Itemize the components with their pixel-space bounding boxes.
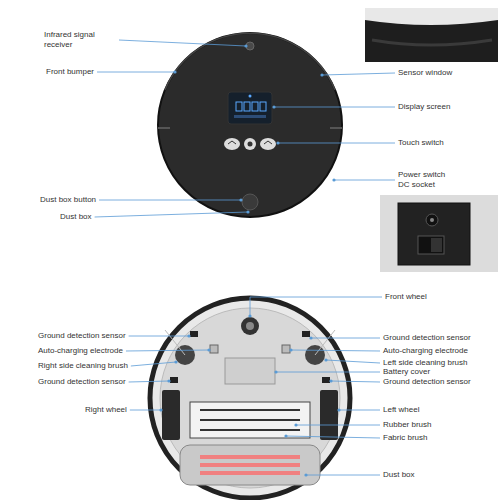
- part-label: Auto-charging electrode: [383, 346, 468, 356]
- leader-line: [129, 381, 169, 382]
- leader-dot: [246, 210, 249, 213]
- leader-dot: [309, 336, 312, 339]
- leader-line: [99, 200, 241, 201]
- leader-dot: [329, 379, 332, 382]
- leader-line: [278, 143, 395, 144]
- part-label: Fabric brush: [383, 433, 427, 443]
- leader-dot: [239, 198, 242, 201]
- leader-dot: [324, 358, 327, 361]
- leader-dot: [207, 348, 210, 351]
- leader-dot: [284, 434, 287, 437]
- leader-line: [250, 297, 382, 316]
- leader-dot: [159, 408, 162, 411]
- part-label: Auto-charging electrode: [38, 346, 123, 356]
- leader-dot: [332, 178, 335, 181]
- leader-line: [296, 425, 380, 426]
- part-label: Left side cleaning brush: [383, 358, 468, 368]
- leader-dot: [320, 73, 323, 76]
- part-label: Rubber brush: [383, 420, 431, 430]
- part-label: Dust box: [60, 212, 92, 222]
- leader-line: [126, 350, 209, 351]
- part-label: Left wheel: [383, 405, 419, 415]
- leader-dot: [272, 105, 275, 108]
- leader-line: [97, 72, 175, 73]
- leader-dot: [289, 348, 292, 351]
- leader-dot: [248, 314, 251, 317]
- leader-line: [326, 360, 380, 363]
- part-label: Power switch DC socket: [398, 170, 458, 190]
- part-label: Dust box button: [40, 195, 96, 205]
- leader-line: [129, 336, 189, 337]
- part-label: Display screen: [398, 102, 450, 112]
- leader-dot: [167, 379, 170, 382]
- leader-line: [95, 212, 248, 217]
- leader-dot: [187, 334, 190, 337]
- part-label: Right wheel: [85, 405, 127, 415]
- leader-line: [331, 381, 380, 382]
- leader-line: [339, 410, 380, 411]
- leader-line: [306, 475, 380, 476]
- part-label: Right side cleaning brush: [38, 361, 128, 371]
- leader-dot: [173, 70, 176, 73]
- part-label: Battery cover: [383, 367, 430, 377]
- part-label: Ground detection sensor: [383, 377, 471, 387]
- part-label: Ground detection sensor: [38, 377, 126, 387]
- leader-line: [286, 436, 380, 438]
- leader-line: [276, 372, 380, 373]
- part-label: Sensor window: [398, 68, 452, 78]
- leader-dot: [276, 141, 279, 144]
- leader-dot: [304, 473, 307, 476]
- leader-dot: [244, 44, 247, 47]
- leader-line: [291, 350, 380, 351]
- leader-line: [131, 362, 176, 366]
- part-label: Infrared signal receiver: [44, 30, 116, 50]
- leader-line: [311, 338, 380, 339]
- leader-line: [119, 40, 246, 46]
- part-label: Ground detection sensor: [383, 333, 471, 343]
- leader-line: [130, 410, 161, 411]
- leader-line: [274, 107, 395, 108]
- leader-dot: [337, 408, 340, 411]
- leader-line: [334, 180, 395, 181]
- leader-line: [322, 73, 395, 75]
- part-label: Front wheel: [385, 292, 427, 302]
- part-label: Dust box: [383, 470, 415, 480]
- leader-dot: [274, 370, 277, 373]
- part-label: Front bumper: [46, 67, 94, 77]
- leader-dot: [174, 360, 177, 363]
- part-label: Touch switch: [398, 138, 444, 148]
- part-label: Ground detection sensor: [38, 331, 126, 341]
- leader-dot: [294, 423, 297, 426]
